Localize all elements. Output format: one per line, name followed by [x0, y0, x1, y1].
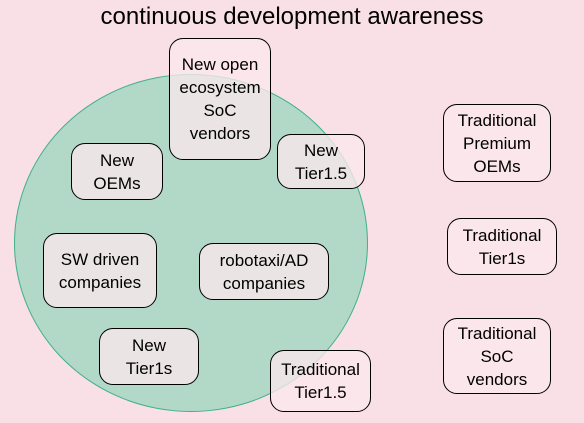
node-traditional-premium-oems: Traditional Premium OEMs: [443, 104, 551, 182]
node-traditional-tier1-5: Traditional Tier1.5: [270, 350, 371, 412]
node-new-tier1-5: New Tier1.5: [277, 134, 365, 189]
node-new-oems: New OEMs: [71, 143, 163, 200]
node-traditional-tier1s: Traditional Tier1s: [447, 218, 557, 275]
node-robotaxi-ad-companies: robotaxi/AD companies: [199, 243, 329, 300]
diagram-title: continuous development awareness: [100, 3, 484, 30]
node-sw-driven-companies: SW driven companies: [43, 233, 157, 308]
node-new-open-ecosystem-soc-vendors: New open ecosystem SoC vendors: [169, 38, 271, 160]
node-new-tier1s: New Tier1s: [99, 328, 199, 385]
node-traditional-soc-vendors: Traditional SoC vendors: [443, 318, 551, 394]
